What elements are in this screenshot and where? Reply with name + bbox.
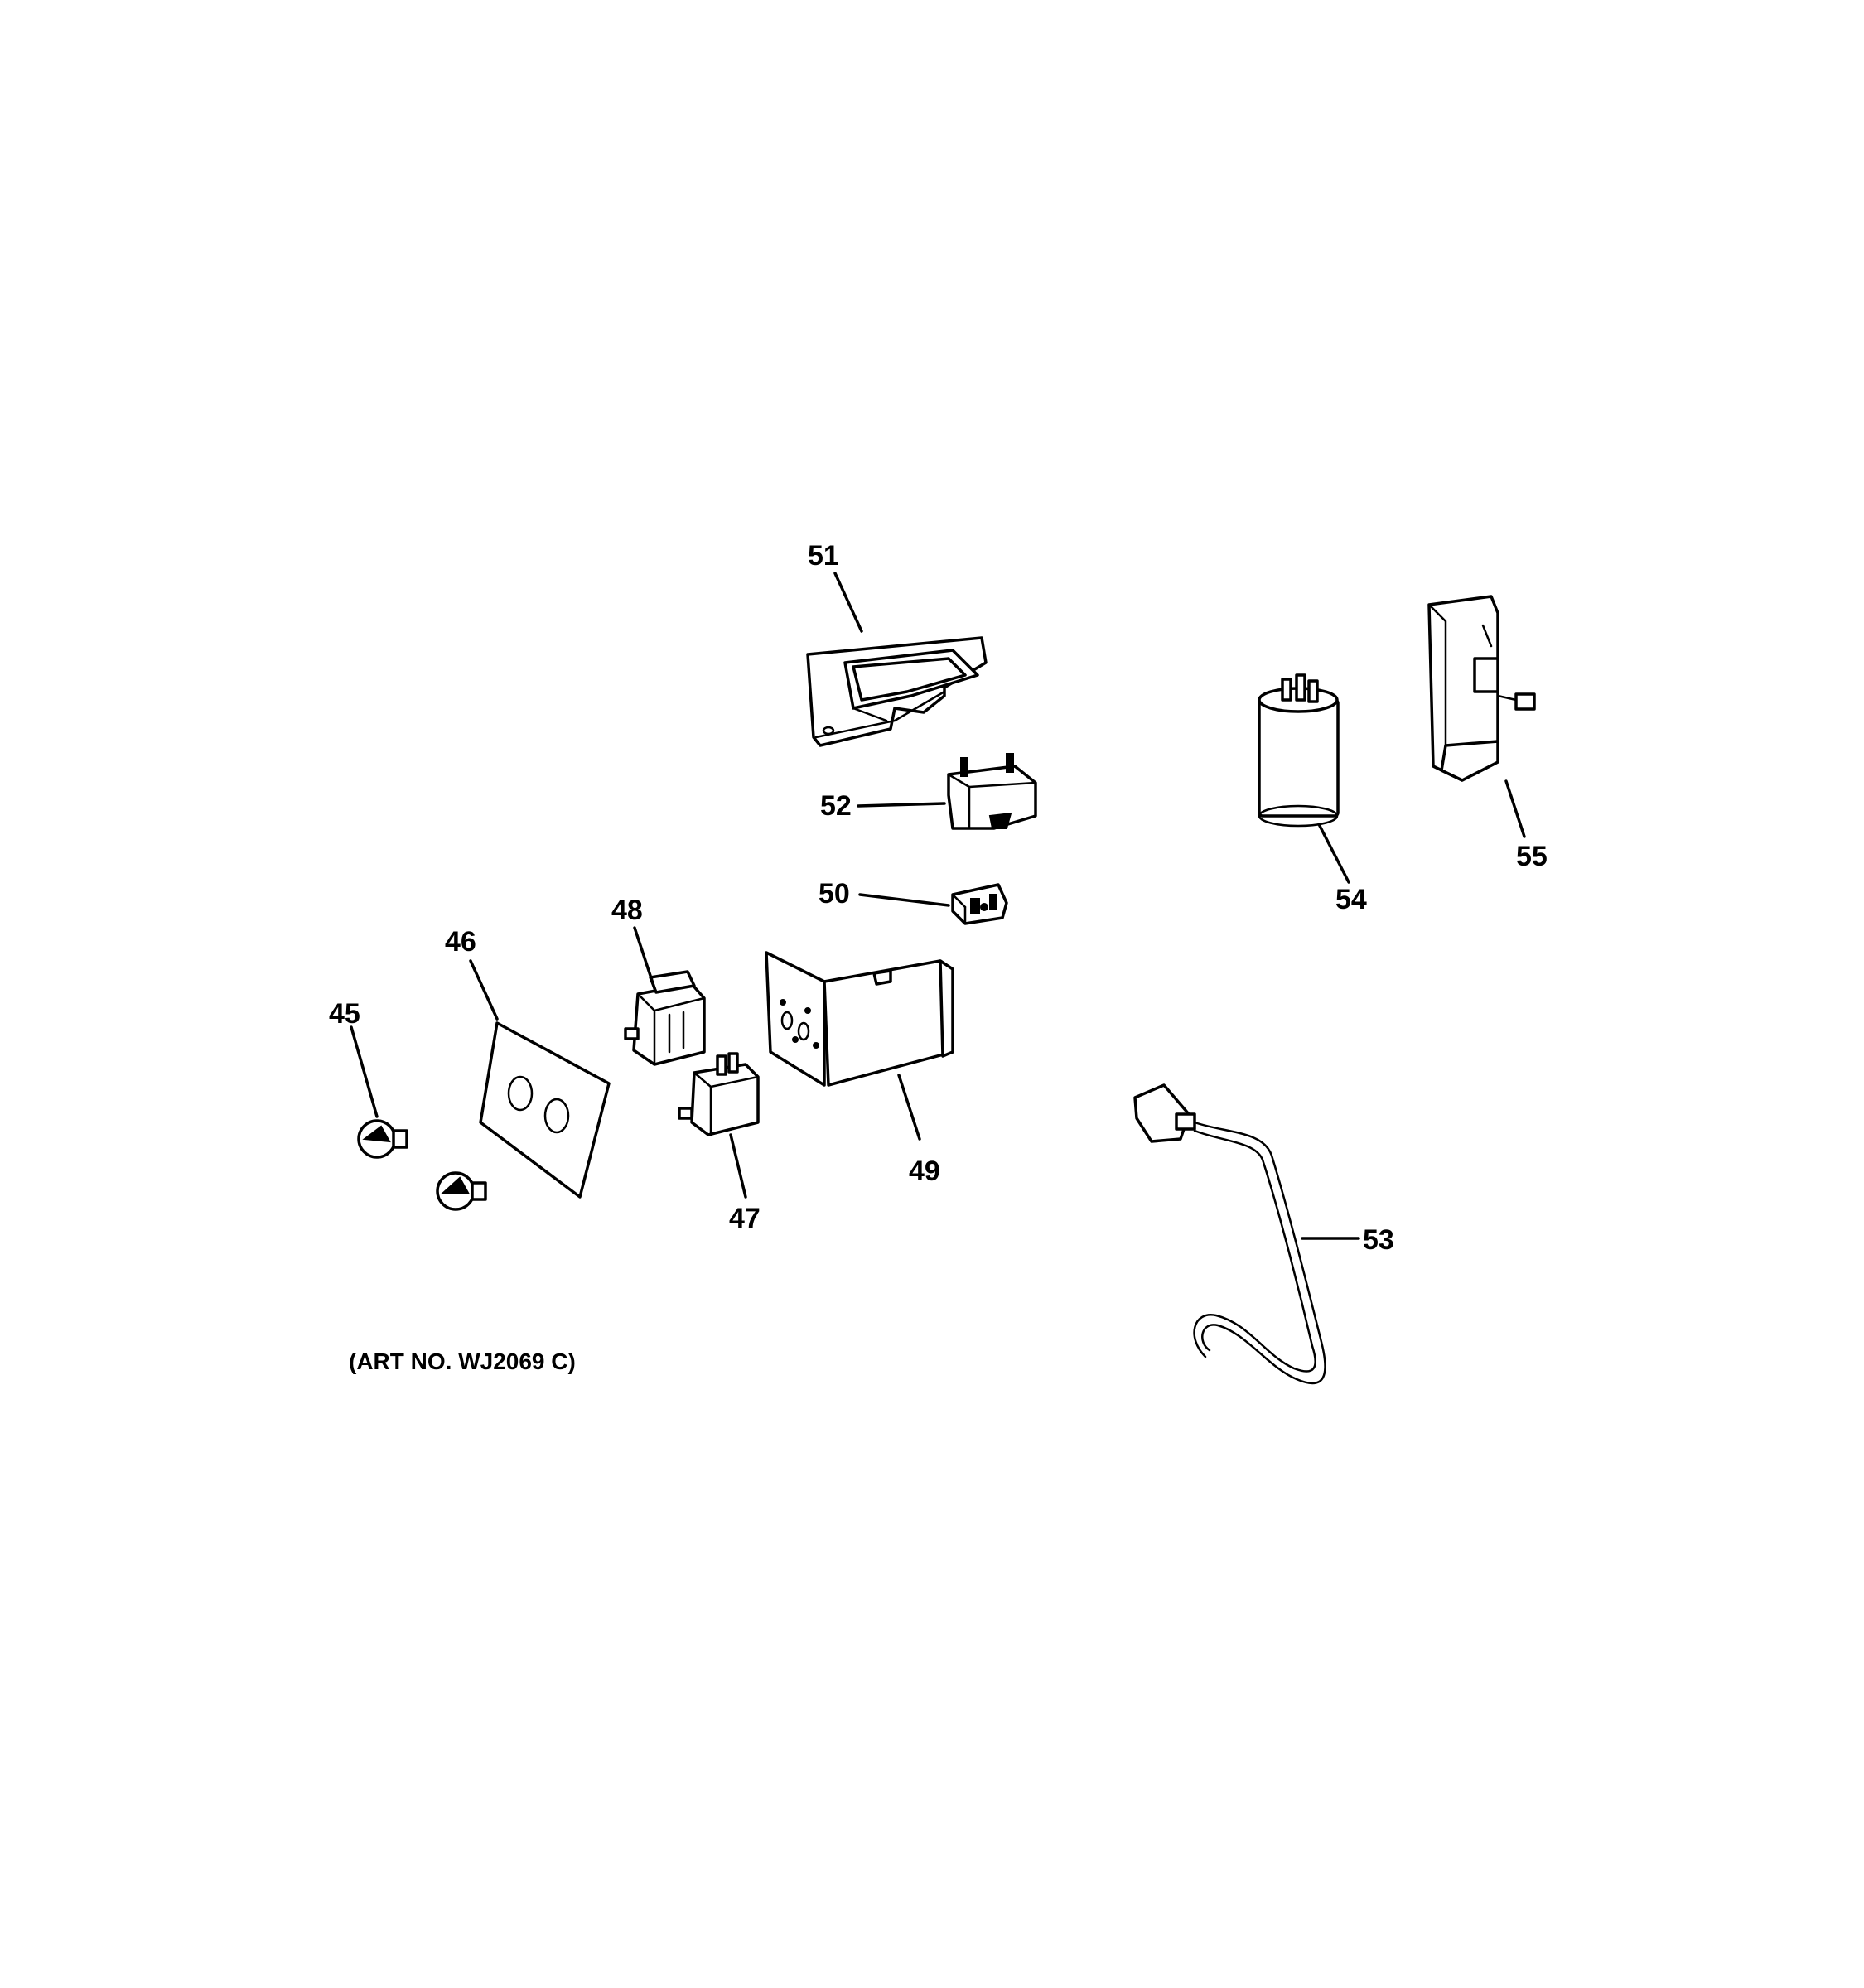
leader-55 — [1504, 779, 1526, 838]
callout-49[interactable]: 49 — [909, 1156, 940, 1187]
callout-54[interactable]: 54 — [1335, 884, 1367, 915]
part-50-connector[interactable] — [951, 883, 1008, 925]
leader-51 — [833, 572, 863, 633]
part-45-knob-lower[interactable] — [436, 1171, 487, 1211]
callout-46[interactable]: 46 — [445, 926, 476, 958]
part-53-power-cord[interactable] — [1133, 1083, 1326, 1385]
part-47-thermostat[interactable] — [678, 1052, 760, 1136]
callout-52[interactable]: 52 — [820, 790, 852, 822]
part-48-rotary-switch[interactable] — [624, 970, 706, 1066]
part-52-relay[interactable] — [947, 753, 1037, 830]
callout-51[interactable]: 51 — [808, 540, 839, 572]
leader-48 — [633, 926, 656, 990]
callout-55[interactable]: 55 — [1516, 841, 1548, 872]
leader-47 — [729, 1133, 747, 1199]
callout-53[interactable]: 53 — [1363, 1224, 1394, 1256]
leader-46 — [469, 959, 499, 1021]
part-55-capacitor-bracket[interactable] — [1427, 595, 1536, 782]
part-45-knob-upper[interactable] — [357, 1119, 408, 1159]
leader-50 — [858, 893, 950, 907]
art-number-caption: (ART NO. WJ2069 C) — [349, 1349, 576, 1374]
leader-49 — [897, 1074, 921, 1141]
part-49-control-bracket[interactable] — [765, 951, 954, 1087]
callout-45[interactable]: 45 — [329, 998, 360, 1030]
leader-54 — [1317, 823, 1350, 884]
callout-48[interactable]: 48 — [611, 895, 643, 926]
callout-50[interactable]: 50 — [819, 878, 850, 910]
callout-47[interactable]: 47 — [729, 1203, 761, 1234]
leader-45 — [350, 1025, 379, 1118]
leader-52 — [857, 802, 946, 808]
part-54-capacitor[interactable] — [1258, 673, 1340, 828]
part-46-control-plate[interactable] — [479, 1021, 611, 1199]
part-51-bracket-assembly[interactable] — [806, 636, 988, 747]
